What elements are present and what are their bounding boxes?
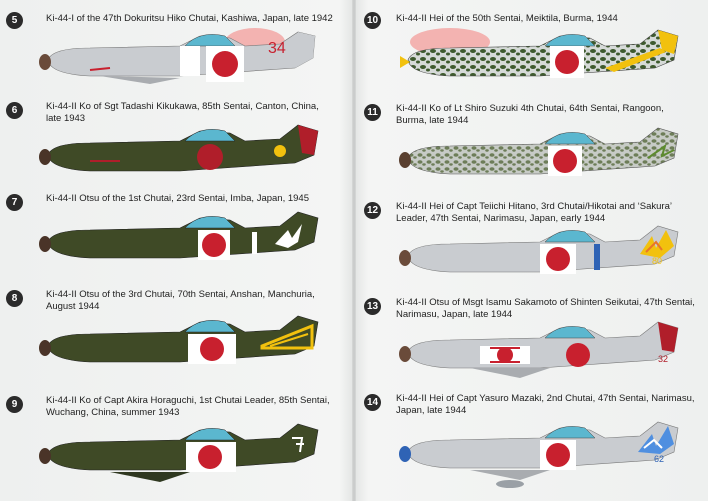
profile-number-badge: 8: [6, 290, 23, 307]
right-column: 10 Ki-44-II Hei of the 50th Sentai, Meik…: [354, 0, 708, 501]
profile-number-badge: 14: [364, 394, 381, 411]
profile-caption: Ki-44-II Hei of Capt Yasuro Mazaki, 2nd …: [396, 393, 695, 416]
tail-code: 62: [654, 454, 664, 464]
profile-caption: Ki-44-II Hei of Capt Teiichi Hitano, 3rd…: [396, 201, 672, 224]
profile-caption: Ki-44-I of the 47th Dokuritsu Hiko Chuta…: [46, 13, 333, 24]
tail-code: 80: [652, 256, 662, 266]
profile-caption: Ki-44-II Ko of Sgt Tadashi Kikukawa, 85t…: [46, 101, 319, 124]
aircraft-profile-12: 80: [399, 225, 679, 274]
profile-caption: Ki-44-II Otsu of Msgt Isamu Sakamoto of …: [396, 297, 695, 320]
profile-caption: Ki-44-II Ko of Capt Akira Horaguchi, 1st…: [46, 395, 330, 418]
profile-caption: Ki-44-II Hei of the 50th Sentai, Meiktil…: [396, 13, 618, 24]
profile-number-badge: 10: [364, 12, 381, 29]
aircraft-profile-13: 32: [399, 321, 679, 378]
profile-caption: Ki-44-II Otsu of the 3rd Chutai, 70th Se…: [46, 289, 315, 312]
profile-number-badge: 5: [6, 12, 23, 29]
page-spine: [352, 0, 356, 501]
aircraft-profile-9: [39, 423, 319, 482]
tail-code: 34: [268, 40, 286, 57]
profile-number-badge: 9: [6, 396, 23, 413]
aircraft-profile-10: [400, 28, 679, 78]
aircraft-profile-7: [39, 211, 319, 260]
aircraft-profile-6: [39, 124, 319, 172]
aircraft-profile-5: 34: [39, 28, 316, 84]
tail-code: 32: [658, 354, 668, 364]
profile-number-badge: 7: [6, 194, 23, 211]
profile-caption: Ki-44-II Otsu of the 1st Chutai, 23rd Se…: [46, 193, 309, 204]
aircraft-profile-14: 62: [399, 421, 679, 488]
profile-number-badge: 12: [364, 202, 381, 219]
profile-caption: Ki-44-II Ko of Lt Shiro Suzuki 4th Chuta…: [396, 103, 664, 126]
profile-number-badge: 13: [364, 298, 381, 315]
profile-number-badge: 11: [364, 104, 381, 121]
profile-number-badge: 6: [6, 102, 23, 119]
aircraft-profile-8: [39, 315, 319, 364]
left-column: 5 Ki-44-I of the 47th Dokuritsu Hiko Chu…: [6, 12, 333, 482]
aircraft-profile-11: [399, 127, 679, 176]
